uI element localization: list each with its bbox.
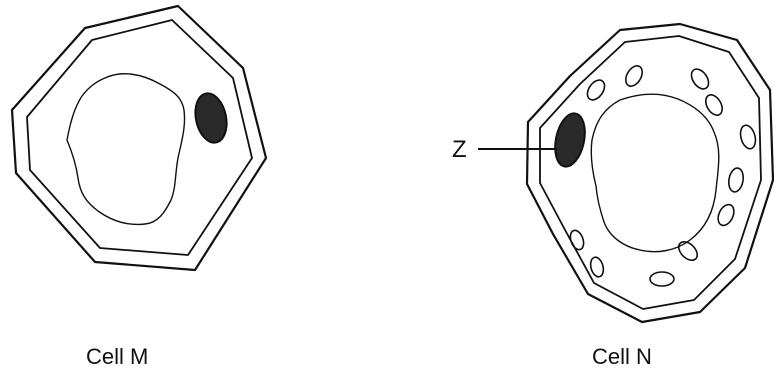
label-cell-n: Cell N <box>592 344 652 370</box>
cell-m-outer-wall <box>12 6 266 270</box>
label-z: Z <box>452 136 467 164</box>
chloroplast <box>650 272 674 286</box>
label-cell-m: Cell M <box>86 344 148 370</box>
chloroplast <box>702 92 725 118</box>
chloroplast <box>675 238 700 263</box>
cell-m-nucleus <box>191 90 231 145</box>
chloroplast <box>738 124 758 151</box>
cell-n-vacuole <box>591 94 719 251</box>
chloroplast <box>727 167 745 193</box>
chloroplast <box>589 256 606 278</box>
cell-m <box>12 6 266 270</box>
chloroplast <box>688 66 712 92</box>
cell-m-vacuole <box>67 74 185 225</box>
chloroplast <box>584 77 608 103</box>
chloroplast <box>622 63 645 89</box>
chloroplast <box>568 229 586 252</box>
chloroplast <box>715 202 737 228</box>
cell-n <box>527 24 773 322</box>
cell-n-nucleus <box>551 111 590 170</box>
